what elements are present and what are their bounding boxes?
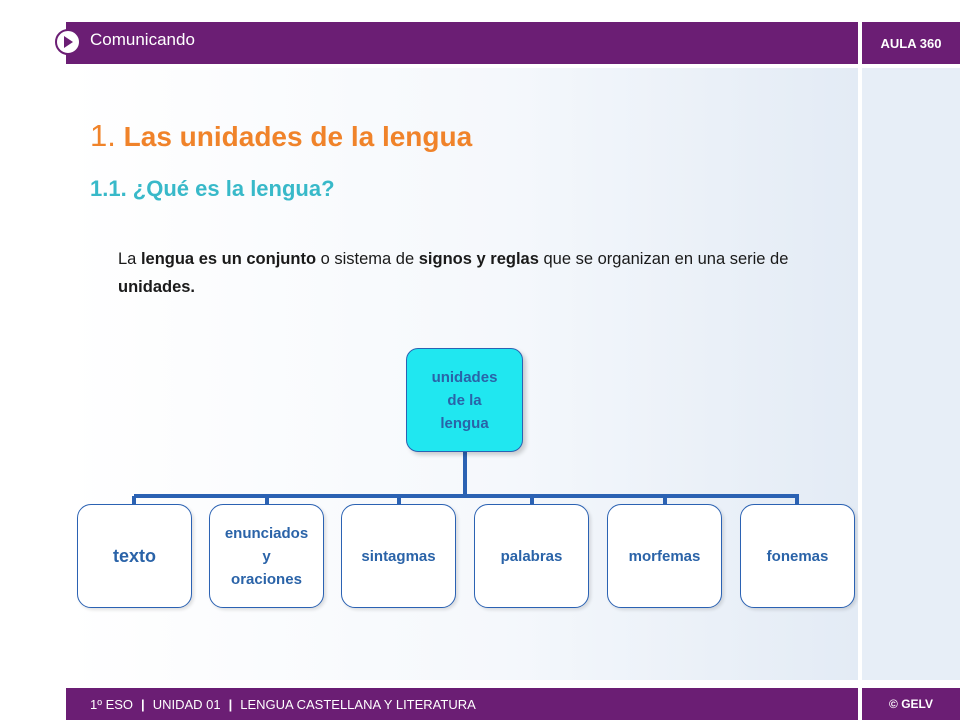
paragraph-bold-1: lengua es un conjunto xyxy=(140,250,317,268)
play-arrow-icon[interactable] xyxy=(55,29,81,55)
title-number: 1. xyxy=(90,118,116,153)
root-node[interactable]: unidades de la lengua xyxy=(406,348,523,452)
paragraph-bold-3: unidades. xyxy=(118,278,196,296)
root-node-label: unidades de la lengua xyxy=(431,368,498,432)
child-node-fonemas[interactable]: fonemas xyxy=(740,504,855,608)
footer-separator: | xyxy=(228,696,233,712)
child-node-morfemas[interactable]: morfemas xyxy=(607,504,722,608)
section-subtitle: 1.1. ¿Qué es la lengua? xyxy=(90,176,335,201)
title-text: Las unidades de la lengua xyxy=(123,121,473,152)
section-title: Comunicando xyxy=(90,30,195,49)
footer-course: 1º ESO xyxy=(90,696,134,712)
page-title: 1. Las unidades de la lengua xyxy=(90,118,472,154)
child-node-label: texto xyxy=(112,545,156,566)
header-bar xyxy=(66,22,858,64)
paragraph-text-1: La xyxy=(118,250,141,268)
footer-subject: LENGUA CASTELLANA Y LITERATURA xyxy=(240,696,476,712)
copyright-badge: © GELV xyxy=(862,688,960,720)
definition-paragraph: La lengua es un conjunto o sistema de si… xyxy=(118,245,818,301)
child-node-texto[interactable]: texto xyxy=(77,504,192,608)
child-node-enunciados[interactable]: enunciados y oraciones xyxy=(209,504,324,608)
footer-bar: 1º ESO | UNIDAD 01 | LENGUA CASTELLANA Y… xyxy=(66,688,858,720)
child-node-label: fonemas xyxy=(766,547,829,565)
child-node-label: sintagmas xyxy=(361,547,436,565)
footer-separator: | xyxy=(141,696,145,712)
side-panel xyxy=(862,68,960,680)
paragraph-text-2: o sistema de xyxy=(316,250,419,268)
aula-badge: AULA 360 xyxy=(862,22,960,64)
child-node-sintagmas[interactable]: sintagmas xyxy=(341,504,456,608)
child-node-label: morfemas xyxy=(628,547,701,565)
child-node-label: palabras xyxy=(500,547,563,565)
paragraph-bold-2: signos y reglas xyxy=(418,250,539,268)
child-node-label: enunciados y oraciones xyxy=(224,524,309,588)
child-node-palabras[interactable]: palabras xyxy=(474,504,589,608)
paragraph-text-3: que se organizan en una serie de xyxy=(538,250,789,268)
footer-unit: UNIDAD 01 xyxy=(152,696,221,712)
play-arrow-glyph xyxy=(64,36,73,48)
